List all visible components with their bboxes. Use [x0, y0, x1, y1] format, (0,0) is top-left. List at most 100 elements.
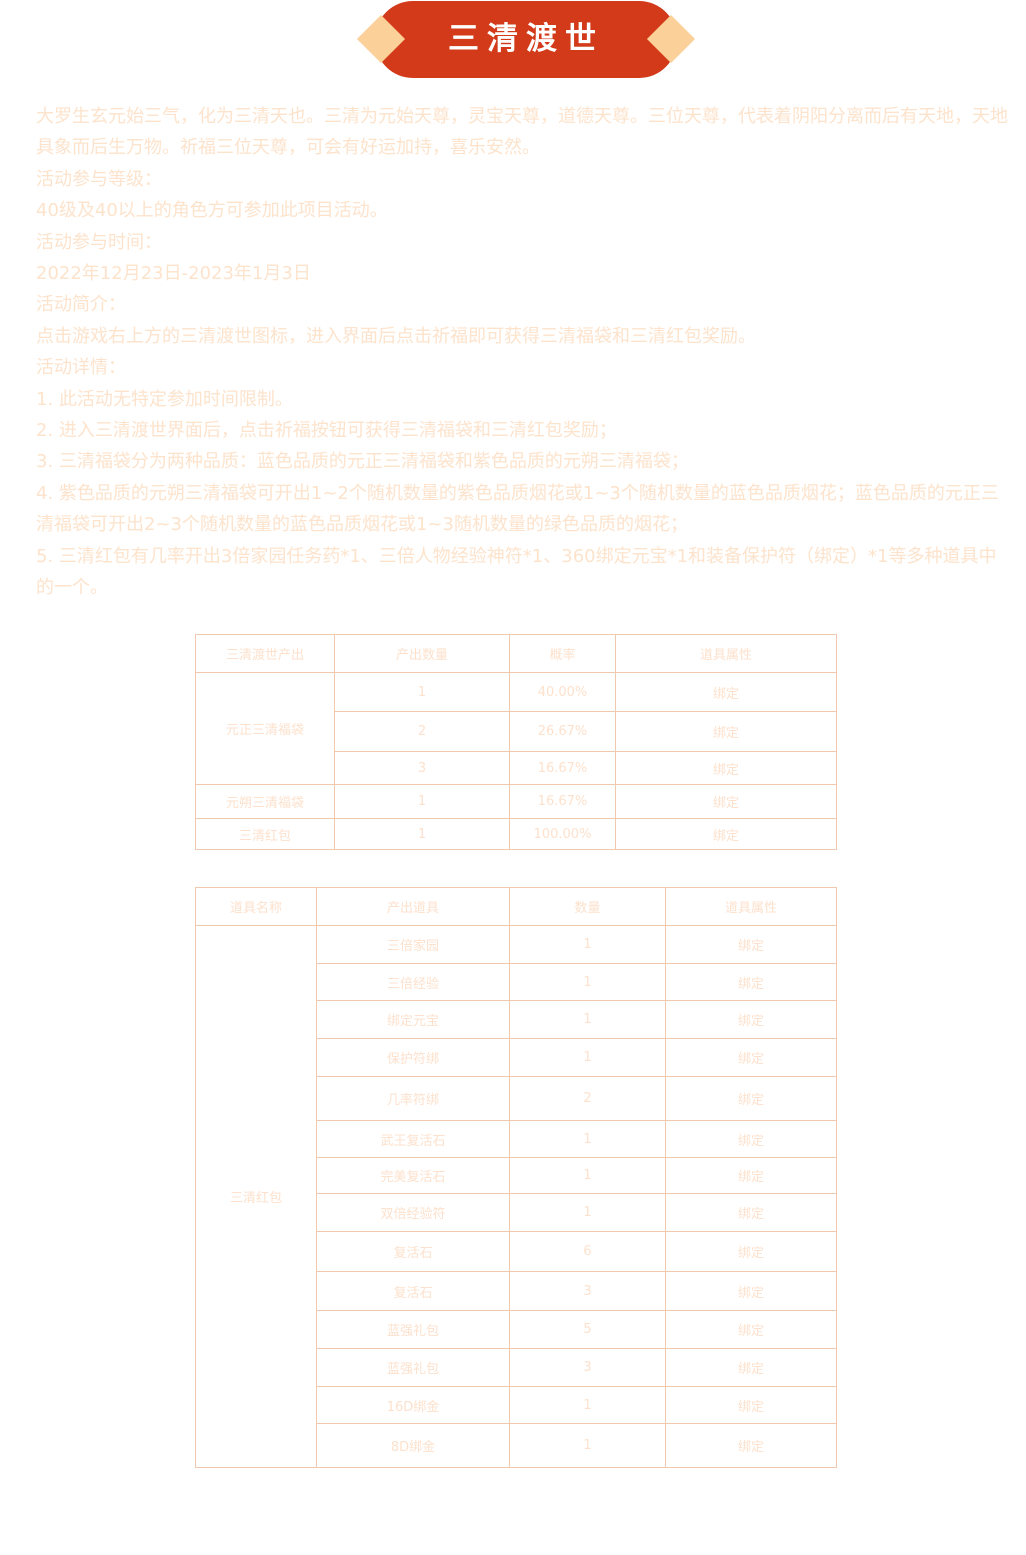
attribute-cell: 绑定	[665, 1386, 837, 1424]
quantity-cell: 2	[334, 711, 510, 752]
banner-pill	[375, 1, 677, 78]
intro-paragraph: 1. 此活动无特定参加时间限制。	[36, 388, 293, 410]
column-header: 三清渡世产出	[195, 634, 335, 673]
attribute-cell: 绑定	[665, 925, 837, 964]
attribute-cell: 绑定	[615, 751, 837, 785]
intro-paragraph: 2. 进入三清渡世界面后，点击祈福按钮可获得三清福袋和三清红包奖励；	[36, 420, 617, 442]
item-name-cell: 三倍经验	[316, 963, 510, 1001]
item-name-cell: 完美复活石	[316, 1157, 510, 1194]
intro-paragraph: 4. 紫色品质的元朔三清福袋可开出1~2个随机数量的紫色品质烟花或1~3个随机数…	[36, 482, 999, 536]
attribute-cell: 绑定	[665, 1231, 837, 1272]
probability-cell: 100.00%	[509, 818, 616, 850]
probability-cell: 16.67%	[509, 784, 616, 819]
quantity-cell: 1	[334, 784, 510, 819]
quantity-cell: 1	[509, 1157, 666, 1194]
attribute-cell: 绑定	[665, 963, 837, 1001]
column-header: 产出数量	[334, 634, 510, 673]
intro-paragraph: 活动详情：	[36, 357, 126, 379]
quantity-cell: 3	[509, 1348, 666, 1387]
column-header: 道具名称	[195, 887, 317, 926]
intro-paragraph: 活动参与等级：	[36, 168, 162, 190]
intro-paragraph: 活动简介：	[36, 294, 126, 316]
item-name-cell: 蓝强礼包	[316, 1348, 510, 1387]
attribute-cell: 绑定	[615, 784, 837, 819]
product-name-cell: 元朔三清福袋	[195, 784, 335, 819]
item-name-cell: 几率符绑	[316, 1076, 510, 1121]
intro-paragraph: 40级及40以上的角色方可参加此项目活动。	[36, 200, 388, 222]
quantity-cell: 3	[509, 1271, 666, 1311]
column-header: 概率	[509, 634, 616, 673]
quantity-cell: 1	[509, 1193, 666, 1232]
product-name-cell: 三清红包	[195, 818, 335, 850]
intro-paragraph: 2022年12月23日-2023年1月3日	[36, 263, 311, 285]
item-name-cell: 双倍经验符	[316, 1193, 510, 1232]
attribute-cell: 绑定	[665, 1423, 837, 1468]
column-header: 产出道具	[316, 887, 510, 926]
quantity-cell: 1	[509, 1386, 666, 1424]
item-name-cell: 保护符绑	[316, 1038, 510, 1077]
item-name-cell: 8D绑金	[316, 1423, 510, 1468]
quantity-cell: 1	[509, 963, 666, 1001]
attribute-cell: 绑定	[665, 1157, 837, 1194]
attribute-cell: 绑定	[615, 711, 837, 752]
quantity-cell: 6	[509, 1231, 666, 1272]
quantity-cell: 1	[509, 1038, 666, 1077]
item-name-cell: 武王复活石	[316, 1120, 510, 1158]
item-name-cell: 16D绑金	[316, 1386, 510, 1424]
attribute-cell: 绑定	[665, 1076, 837, 1121]
attribute-cell: 绑定	[615, 818, 837, 850]
probability-cell: 16.67%	[509, 751, 616, 785]
quantity-cell: 1	[509, 1120, 666, 1158]
intro-paragraph: 大罗生玄元始三气，化为三清天也。三清为元始天尊，灵宝天尊，道德天尊。三位天尊，代…	[36, 106, 1008, 159]
item-name-cell: 复活石	[316, 1231, 510, 1272]
attribute-cell: 绑定	[665, 1000, 837, 1039]
intro-paragraph: 5. 三清红包有几率开出3倍家园任务药*1、三倍人物经验神符*1、360绑定元宝…	[36, 545, 997, 599]
quantity-cell: 1	[334, 818, 510, 850]
quantity-cell: 2	[509, 1076, 666, 1121]
quantity-cell: 3	[334, 751, 510, 785]
quantity-cell: 1	[334, 672, 510, 712]
item-name-cell: 绑定元宝	[316, 1000, 510, 1039]
quantity-cell: 1	[509, 1423, 666, 1468]
probability-cell: 40.00%	[509, 672, 616, 712]
column-header: 道具属性	[615, 634, 837, 673]
intro-paragraph: 活动参与时间：	[36, 231, 162, 253]
group-name-cell: 三清红包	[195, 925, 317, 1468]
page-title: 三清渡世	[448, 21, 604, 57]
table-header-row: 三清渡世产出产出数量概率道具属性	[195, 634, 837, 673]
column-header: 道具属性	[665, 887, 837, 926]
item-name-cell: 蓝强礼包	[316, 1310, 510, 1349]
product-name-cell: 元正三清福袋	[195, 672, 335, 785]
attribute-cell: 绑定	[615, 672, 837, 712]
intro-paragraph: 点击游戏右上方的三清渡世图标，进入界面后点击祈福即可获得三清福袋和三清红包奖励。	[36, 325, 756, 347]
item-name-cell: 复活石	[316, 1271, 510, 1311]
attribute-cell: 绑定	[665, 1120, 837, 1158]
table-header-row: 道具名称产出道具数量道具属性	[195, 887, 837, 926]
quantity-cell: 1	[509, 925, 666, 964]
intro-paragraph: 3. 三清福袋分为两种品质：蓝色品质的元正三清福袋和紫色品质的元朔三清福袋；	[36, 451, 689, 473]
title-banner: 三清渡世	[356, 0, 696, 80]
quantity-cell: 5	[509, 1310, 666, 1349]
attribute-cell: 绑定	[665, 1310, 837, 1349]
column-header: 数量	[509, 887, 666, 926]
attribute-cell: 绑定	[665, 1348, 837, 1387]
probability-cell: 26.67%	[509, 711, 616, 752]
